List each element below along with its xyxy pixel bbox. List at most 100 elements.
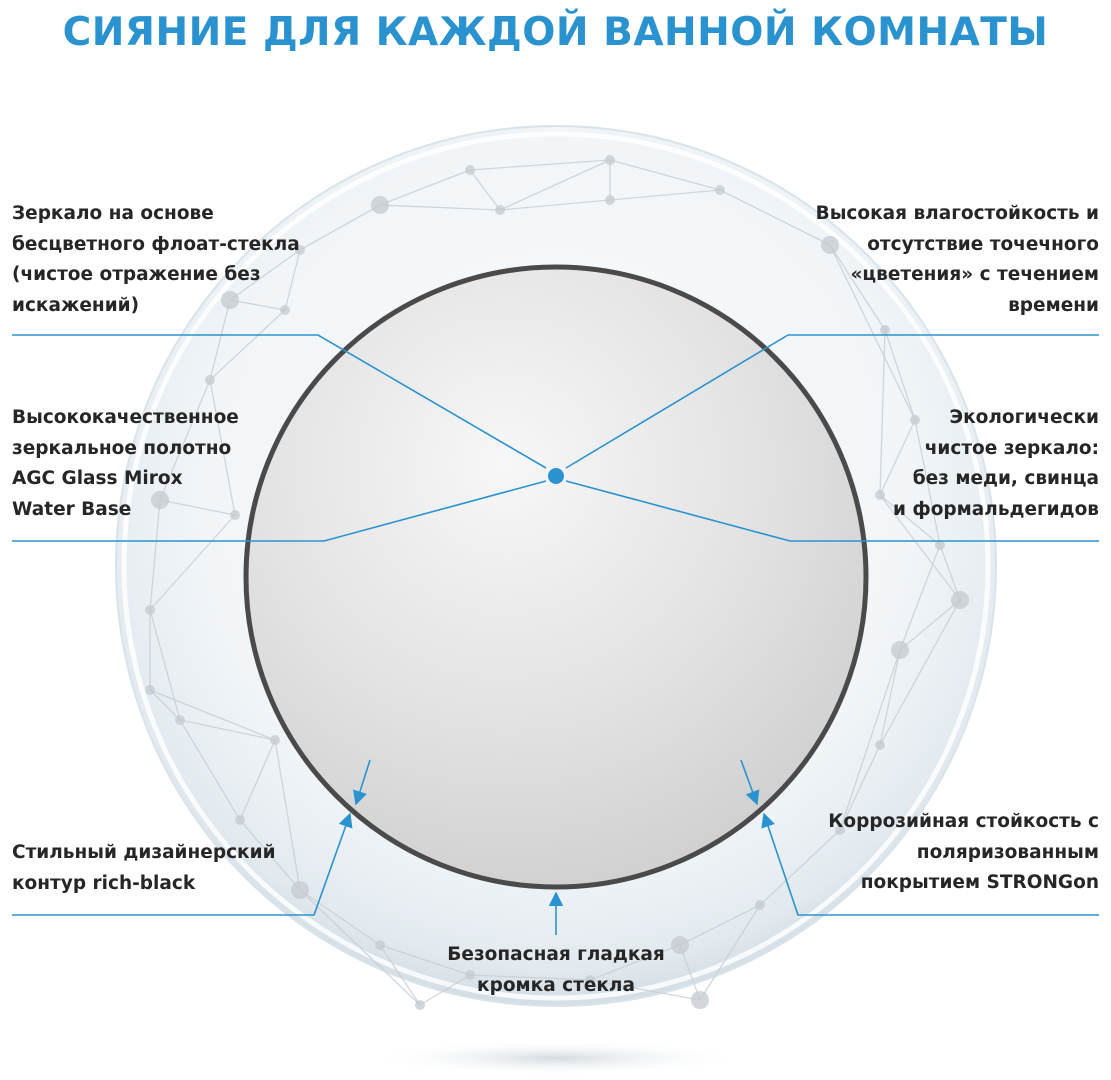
network-node <box>280 305 290 315</box>
network-node <box>151 491 169 509</box>
network-node <box>145 685 155 695</box>
leader-line-bottom-right <box>761 812 1099 916</box>
callout-bottom-right: Коррозийная стойкость с поляризованным п… <box>828 811 1099 893</box>
network-link <box>469 974 591 981</box>
network-link <box>159 379 211 501</box>
network-link <box>274 739 301 891</box>
network-link <box>379 944 471 976</box>
callout-top-right: Высокая влагостойкость и отсутствие точе… <box>815 203 1099 316</box>
network-link <box>589 979 701 1001</box>
network-link <box>149 609 181 721</box>
network-link <box>879 329 886 496</box>
network-node <box>691 991 709 1009</box>
network-link <box>379 944 421 1006</box>
network-link <box>419 974 471 1006</box>
network-node <box>145 605 155 615</box>
leader-line-bottom-left <box>12 812 353 916</box>
network-link <box>499 199 611 211</box>
network-link <box>209 379 236 516</box>
callout-bottom-center: Безопасная гладкая кромка стекла <box>447 944 665 996</box>
network-node <box>270 735 280 745</box>
network-node <box>910 415 920 425</box>
sphere-shadow <box>366 1040 746 1076</box>
network-link <box>179 719 276 741</box>
network-node <box>465 165 475 175</box>
network-node <box>875 490 885 500</box>
network-node <box>465 970 475 980</box>
network-node <box>935 540 945 550</box>
callout-mid-left: Высококачественное зеркальное полотно AG… <box>12 407 239 520</box>
center-dot <box>548 468 564 484</box>
network-link <box>469 159 611 171</box>
network-link <box>829 244 916 421</box>
network-link <box>229 299 286 311</box>
network-link <box>379 204 501 211</box>
network-link <box>719 189 831 246</box>
network-node <box>605 155 615 165</box>
network-node <box>880 325 890 335</box>
arrow-mirror-edge-right <box>740 759 760 806</box>
network-link <box>299 204 381 251</box>
network-node <box>175 715 185 725</box>
arrow-mirror-edge-left <box>353 759 371 806</box>
callout-mid-right: Экологически чистое зеркало: без меди, с… <box>892 407 1099 520</box>
network-link <box>209 309 286 381</box>
network-node <box>291 881 309 899</box>
glass-sphere-rim <box>121 131 991 1001</box>
network-node <box>415 1000 425 1010</box>
network-nodes <box>145 155 969 1010</box>
network-link <box>284 249 301 311</box>
network-link <box>149 689 276 741</box>
network-link <box>879 494 961 601</box>
network-node <box>295 245 305 255</box>
network-node <box>951 591 969 609</box>
network-link <box>149 514 236 611</box>
network-link <box>884 329 916 421</box>
network-node <box>875 740 885 750</box>
network-link <box>759 829 841 906</box>
network-link <box>879 649 901 746</box>
network-link <box>209 299 231 381</box>
network-link <box>179 719 241 821</box>
page-title: СИЯНИЕ ДЛЯ КАЖДОЙ ВАННОЙ КОМНАТЫ <box>62 10 1049 55</box>
network-link <box>609 159 721 191</box>
network-node <box>755 900 765 910</box>
leader-line-mid-left <box>12 480 547 542</box>
network-link <box>229 249 301 301</box>
network-link <box>149 689 181 721</box>
network-link <box>609 189 721 201</box>
network-node <box>585 975 595 985</box>
network-link <box>679 944 701 1001</box>
network-link <box>939 544 961 601</box>
network-link <box>899 599 961 651</box>
network-link <box>914 419 941 546</box>
network-link <box>499 159 611 211</box>
network-node <box>375 940 385 950</box>
leader-line-top-left <box>12 334 547 469</box>
network-node <box>371 196 389 214</box>
network-pattern <box>149 159 961 1006</box>
network-node <box>605 195 615 205</box>
network-link <box>879 599 961 746</box>
network-node <box>205 375 215 385</box>
network-node <box>835 825 845 835</box>
network-link <box>149 499 161 611</box>
network-node <box>821 236 839 254</box>
network-link <box>839 649 901 831</box>
network-link <box>239 819 301 891</box>
network-node <box>235 815 245 825</box>
network-link <box>829 244 886 331</box>
callout-top-left: Зеркало на основе бесцветного флоат-стек… <box>12 203 300 316</box>
network-link <box>239 739 276 821</box>
network-link <box>879 494 941 546</box>
network-link <box>379 169 471 206</box>
network-link <box>469 169 501 211</box>
network-link <box>159 499 236 516</box>
network-node <box>495 205 505 215</box>
network-link <box>699 904 761 1001</box>
network-link <box>299 889 381 946</box>
mirror-disc <box>243 264 869 890</box>
network-link <box>679 904 761 946</box>
network-node <box>671 936 689 954</box>
